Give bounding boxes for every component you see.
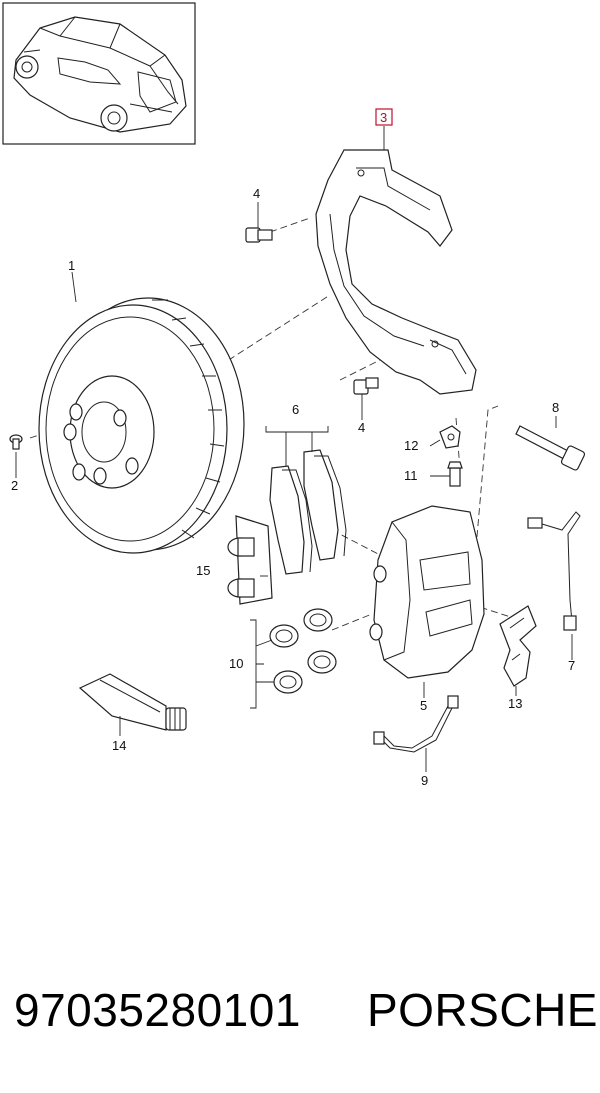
callout-13: 13: [508, 696, 522, 711]
callout-5: 5: [420, 698, 427, 713]
vehicle-thumbnail: [2, 2, 196, 145]
callout-6: 6: [292, 402, 299, 417]
callout-7: 7: [568, 658, 575, 673]
bolt-part-4-lower[interactable]: [353, 377, 379, 395]
bracket-part-12[interactable]: [439, 425, 461, 449]
callout-9: 9: [421, 773, 428, 788]
brand-name: PORSCHE: [367, 984, 598, 1036]
callout-4-upper: 4: [253, 186, 260, 201]
callout-15: 15: [196, 563, 210, 578]
leader-lines: [15, 126, 573, 772]
guide-pins-part-15[interactable]: [227, 515, 273, 605]
caliper-part-5[interactable]: [369, 505, 485, 679]
brake-pads-part-6[interactable]: [269, 449, 347, 575]
brake-hose-part-9[interactable]: [373, 695, 459, 753]
callout-3[interactable]: 3: [380, 110, 387, 125]
callouts: 1 2 3 4 4 5 6 7 8 9 10 11 12 13 14 15: [11, 108, 575, 788]
bolt-part-4-upper[interactable]: [245, 227, 273, 243]
callout-10: 10: [229, 656, 243, 671]
bolt-part-8[interactable]: [515, 425, 586, 471]
brake-disc-part-1[interactable]: [38, 297, 245, 554]
callout-12: 12: [404, 438, 418, 453]
bleeder-part-11[interactable]: [447, 461, 463, 487]
spring-part-13[interactable]: [499, 605, 537, 687]
callout-4-lower: 4: [358, 420, 365, 435]
callout-8: 8: [552, 400, 559, 415]
screw-part-2[interactable]: [9, 434, 23, 450]
callout-1: 1: [68, 258, 75, 273]
callout-14: 14: [112, 738, 126, 753]
footer: 97035280101 PORSCHE: [0, 975, 600, 1065]
dust-shield-part-3[interactable]: [315, 149, 477, 395]
pistons-part-10[interactable]: [269, 608, 337, 694]
part-number: 97035280101: [14, 984, 301, 1036]
grease-tube-part-14[interactable]: [78, 673, 187, 731]
callout-2: 2: [11, 478, 18, 493]
wear-sensor-part-7[interactable]: [527, 511, 581, 631]
callout-11: 11: [404, 468, 418, 483]
callout-3-highlight-box: [375, 108, 393, 126]
